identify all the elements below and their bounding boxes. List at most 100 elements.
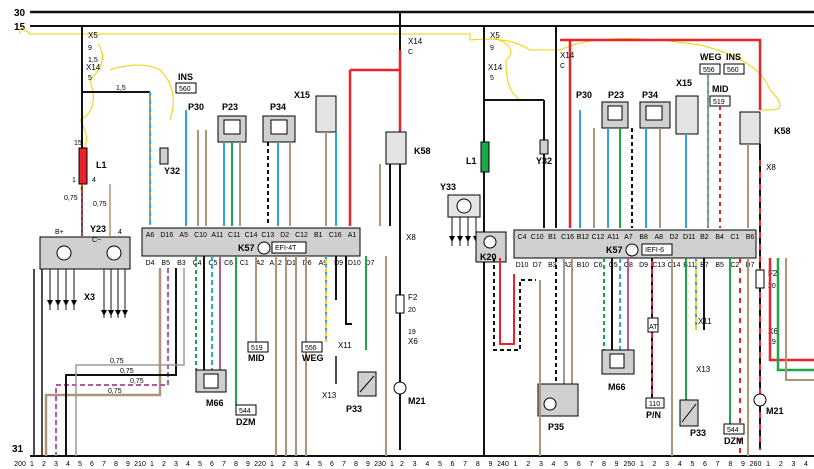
right-k57-bottom-pin-0: D10 [516, 262, 529, 269]
ground-number-right-32: 4 [804, 461, 808, 468]
ground-number-left-5: 5 [78, 461, 82, 468]
ground-number-right-26: 8 [728, 461, 732, 468]
right-y33-label: Y33 [440, 182, 456, 192]
right-circuit: X5 9 X14 5 X14 C L1 Y33 K20 Y32 [440, 26, 814, 456]
left-k57-bottom-pin-10: D6 [303, 260, 312, 267]
ground-number-right-12: 4 [552, 461, 556, 468]
left-x14c-label: X14 [408, 37, 423, 46]
right-k57-top-pin-15: B6 [746, 234, 755, 241]
left-k58-label: K58 [414, 146, 431, 156]
right-x11-label: X11 [698, 317, 712, 326]
ground-number-left-13: 3 [174, 461, 178, 468]
right-weg-label: WEG [700, 52, 722, 62]
right-k57-bottom-pin-4: B10 [577, 262, 590, 269]
left-x14c-pin: C [408, 49, 413, 56]
left-bundle-075-b: 0,75 [120, 368, 134, 375]
ground-number-right-9: 1 [514, 461, 518, 468]
right-k57-bottom-pin-1: D7 [533, 262, 542, 269]
left-k57-bottom-pin-2: B3 [177, 260, 186, 267]
left-l1-pin1: 1 [72, 177, 76, 184]
left-ins-label: INS [178, 72, 193, 82]
left-k57-bottom-pin-3: C4 [193, 260, 202, 267]
ground-number-left-2: 2 [42, 461, 46, 468]
right-mid-number: 519 [713, 99, 725, 106]
ground-number-right-15: 7 [589, 461, 593, 468]
left-k57-bottom-pins: D4B5B3C4C5C6C1A2A12D1D6A9D9D10D7 [146, 260, 375, 267]
ground-number-right-2: 4 [425, 461, 429, 468]
ground-number-left-9: 9 [126, 461, 130, 468]
left-x6-pin: 19 [408, 329, 416, 336]
ground-number-left-26: 6 [330, 461, 334, 468]
left-mid-label: MID [248, 353, 265, 363]
left-y23-pin-c: C− [92, 237, 101, 244]
right-k57-top-pin-6: A11 [607, 234, 619, 241]
right-ins-label: INS [726, 52, 741, 62]
ground-number-left-30: 230 [374, 461, 386, 468]
ground-number-left-23: 3 [294, 461, 298, 468]
ground-number-right-17: 9 [615, 461, 619, 468]
right-x14-label: X14 [488, 63, 503, 72]
ground-number-left-31: 1 [390, 461, 394, 468]
ground-number-left-15: 5 [198, 461, 202, 468]
left-k57-top-pin-10: B1 [314, 232, 323, 239]
right-f2-pin: 20 [768, 283, 776, 290]
rail-30-label: 30 [14, 8, 26, 19]
right-k57-top-pin-10: D2 [670, 234, 679, 241]
ground-number-left-3: 3 [54, 461, 58, 468]
ground-number-right-30: 2 [779, 461, 783, 468]
right-pn-label: P/N [646, 410, 661, 420]
ground-number-left-21: 1 [270, 461, 274, 468]
left-x5-pin: 9 [88, 45, 92, 52]
ground-number-right-25: 7 [716, 461, 720, 468]
right-k57-tag: IEFI-6 [645, 247, 664, 254]
ground-number-left-8: 8 [114, 461, 118, 468]
right-k57-bottom-pin-11: B11 [683, 262, 695, 269]
right-x5-pin: 9 [490, 45, 494, 52]
left-x3-plugs: X3 [47, 269, 128, 318]
right-k57-top-pin-14: C1 [730, 234, 739, 241]
ground-number-left-20: 220 [254, 461, 266, 468]
left-k57-top-pin-11: C16 [329, 232, 342, 239]
left-l1-label: L1 [96, 160, 107, 170]
ground-number-left-4: 4 [66, 461, 70, 468]
ground-number-right-8: 240 [497, 461, 509, 468]
left-k57-bottom-pin-13: D10 [348, 260, 361, 267]
left-x5-label: X5 [88, 31, 98, 40]
left-m21-label: M21 [408, 396, 426, 406]
left-bundle-075-d: 0,75 [108, 388, 122, 395]
left-y23-pin4: 4 [118, 229, 122, 236]
ground-number-left-24: 4 [306, 461, 310, 468]
right-x13-label: X13 [696, 365, 711, 374]
rail-15-label: 15 [14, 22, 26, 33]
right-k57-top-pin-11: D11 [683, 234, 695, 241]
ground-number-right-21: 3 [665, 461, 669, 468]
left-p34-label: P34 [270, 102, 286, 112]
left-k57-top-pin-9: C12 [295, 232, 308, 239]
right-dzm-number: 544 [727, 427, 739, 434]
ground-number-left-29: 9 [366, 461, 370, 468]
right-k57-bottom-pins: D10D7B3A2B10C6C5C8D9C13C14B11B7B5C2D7 [516, 262, 755, 269]
left-k57-bottom-pin-0: D4 [146, 260, 155, 267]
right-x14-pin: 5 [490, 75, 494, 82]
left-y32-label: Y32 [164, 166, 180, 176]
right-k58-label: K58 [774, 126, 791, 136]
left-wire-15a: 1,5 [88, 57, 98, 64]
rail-31-label: 31 [12, 444, 24, 455]
left-k57-bottom-pin-7: A2 [256, 260, 265, 267]
right-k57-bottom-pin-6: C5 [609, 262, 618, 269]
ground-number-right-7: 9 [488, 461, 492, 468]
ground-number-left-18: 8 [234, 461, 238, 468]
left-y23-pin-b: B+ [55, 229, 64, 236]
right-k57-bottom-pin-3: A2 [563, 262, 572, 269]
ground-number-right-11: 3 [539, 461, 543, 468]
left-wire-15b: 1,5 [116, 85, 126, 92]
right-p30-label: P30 [576, 90, 592, 100]
left-dzm-label: DZM [236, 417, 256, 427]
left-k57-bottom-pin-1: B5 [161, 260, 170, 267]
left-k57-bottom-pin-4: C5 [208, 260, 217, 267]
right-p35-label: P35 [548, 422, 564, 432]
right-f2-label: F2 [768, 269, 778, 278]
ground-number-right-29: 1 [766, 461, 770, 468]
